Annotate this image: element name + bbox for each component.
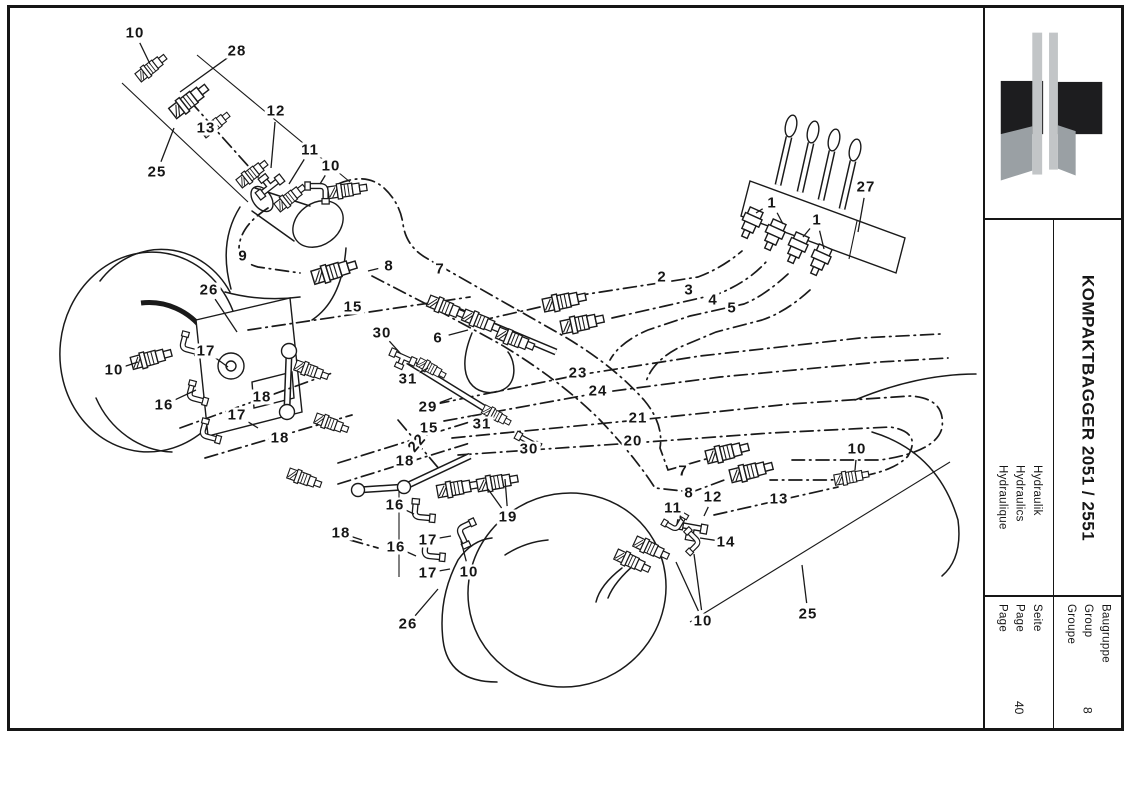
callout-10: 10 [319, 157, 343, 175]
callout-12: 12 [264, 102, 288, 120]
callout-7: 7 [676, 462, 690, 480]
page-labels: Seite Page Page [993, 604, 1045, 632]
group-label-fr: Groupe [1064, 604, 1077, 645]
callout-14: 14 [714, 533, 738, 551]
callout-25: 25 [145, 163, 169, 181]
callout-10: 10 [102, 361, 126, 379]
callout-31: 31 [396, 370, 420, 388]
section-column: Hydraulik Hydraulics Hydraulique [985, 220, 1054, 595]
meta-row: Seite Page Page 40 Baugruppe Group Group… [985, 597, 1121, 728]
title-cell: Hydraulik Hydraulics Hydraulique KOMPAKT… [985, 220, 1121, 597]
callout-8: 8 [682, 484, 696, 502]
section-name-fr: Hydraulique [996, 465, 1009, 530]
wheel-motor-block [195, 297, 303, 437]
callout-15: 15 [341, 298, 365, 316]
callout-16: 16 [383, 496, 407, 514]
callout-9: 9 [236, 247, 250, 265]
callout-11: 11 [662, 499, 684, 517]
callout-2: 2 [655, 268, 669, 286]
callout-26: 26 [396, 615, 420, 633]
callout-15: 15 [417, 419, 441, 437]
callout-10: 10 [457, 563, 481, 581]
callout-16: 16 [384, 538, 408, 556]
control-valve-assembly [735, 113, 906, 279]
right-wheel-arcs [854, 373, 977, 577]
callout-31: 31 [470, 415, 494, 433]
group-labels: Baugruppe Group Groupe [1062, 604, 1114, 663]
page-label-fr: Page [996, 604, 1009, 633]
model-column: KOMPAKTBAGGER 2051 / 2551 [1054, 220, 1121, 595]
callout-8: 8 [382, 257, 396, 275]
control-lever [796, 119, 822, 193]
callout-11: 11 [299, 141, 321, 159]
callout-6: 6 [431, 329, 445, 347]
control-lever [817, 127, 843, 201]
page-label-de: Seite [1030, 604, 1043, 632]
callout-10: 10 [691, 612, 715, 630]
callout-24: 24 [586, 382, 610, 400]
callout-16: 16 [152, 396, 176, 414]
callout-17: 17 [416, 564, 440, 582]
page-label-en: Page [1013, 604, 1026, 633]
callout-13: 13 [194, 119, 218, 137]
callout-10: 10 [123, 24, 147, 42]
callout-10: 10 [845, 440, 869, 458]
section-name-de: Hydraulik [1030, 465, 1043, 516]
page-cell: Seite Page Page 40 [985, 597, 1054, 728]
right-drum [441, 492, 667, 688]
section-names: Hydraulik Hydraulics Hydraulique [993, 465, 1045, 530]
title-block: Hydraulik Hydraulics Hydraulique KOMPAKT… [983, 8, 1121, 728]
callout-13: 13 [767, 490, 791, 508]
callout-18: 18 [329, 524, 353, 542]
callout-17: 17 [225, 406, 249, 424]
group-number: 8 [1080, 707, 1095, 714]
callout-7: 7 [433, 260, 447, 278]
group-cell: Baugruppe Group Groupe 8 [1054, 597, 1121, 728]
manufacturer-logo [1000, 32, 1103, 181]
callout-12: 12 [701, 488, 725, 506]
callout-29: 29 [416, 398, 440, 416]
control-lever [838, 137, 864, 210]
callout-18: 18 [250, 388, 274, 406]
callout-5: 5 [725, 299, 739, 317]
section-name-en: Hydraulics [1013, 465, 1026, 522]
group-label-de: Baugruppe [1099, 604, 1112, 663]
callout-1: 1 [810, 211, 824, 229]
callout-28: 28 [225, 42, 249, 60]
callout-18: 18 [393, 452, 417, 470]
callout-3: 3 [682, 281, 696, 299]
callout-17: 17 [194, 342, 218, 360]
callout-27: 27 [854, 178, 878, 196]
model-title: KOMPAKTBAGGER 2051 / 2551 [1078, 274, 1098, 541]
control-lever [774, 113, 800, 186]
callout-30: 30 [370, 324, 394, 342]
callout-1: 1 [765, 194, 779, 212]
callout-21: 21 [626, 409, 650, 427]
callout-30: 30 [517, 440, 541, 458]
callout-25: 25 [796, 605, 820, 623]
callout-26: 26 [197, 281, 221, 299]
callout-19: 19 [496, 508, 520, 526]
callout-leader-lines [124, 42, 865, 617]
page-number: 40 [1012, 700, 1026, 714]
logo-cell [985, 8, 1121, 220]
callout-17: 17 [416, 531, 440, 549]
callout-18: 18 [268, 429, 292, 447]
callout-23: 23 [566, 364, 590, 382]
callout-4: 4 [706, 291, 720, 309]
group-label-en: Group [1082, 604, 1095, 638]
callout-20: 20 [621, 432, 645, 450]
